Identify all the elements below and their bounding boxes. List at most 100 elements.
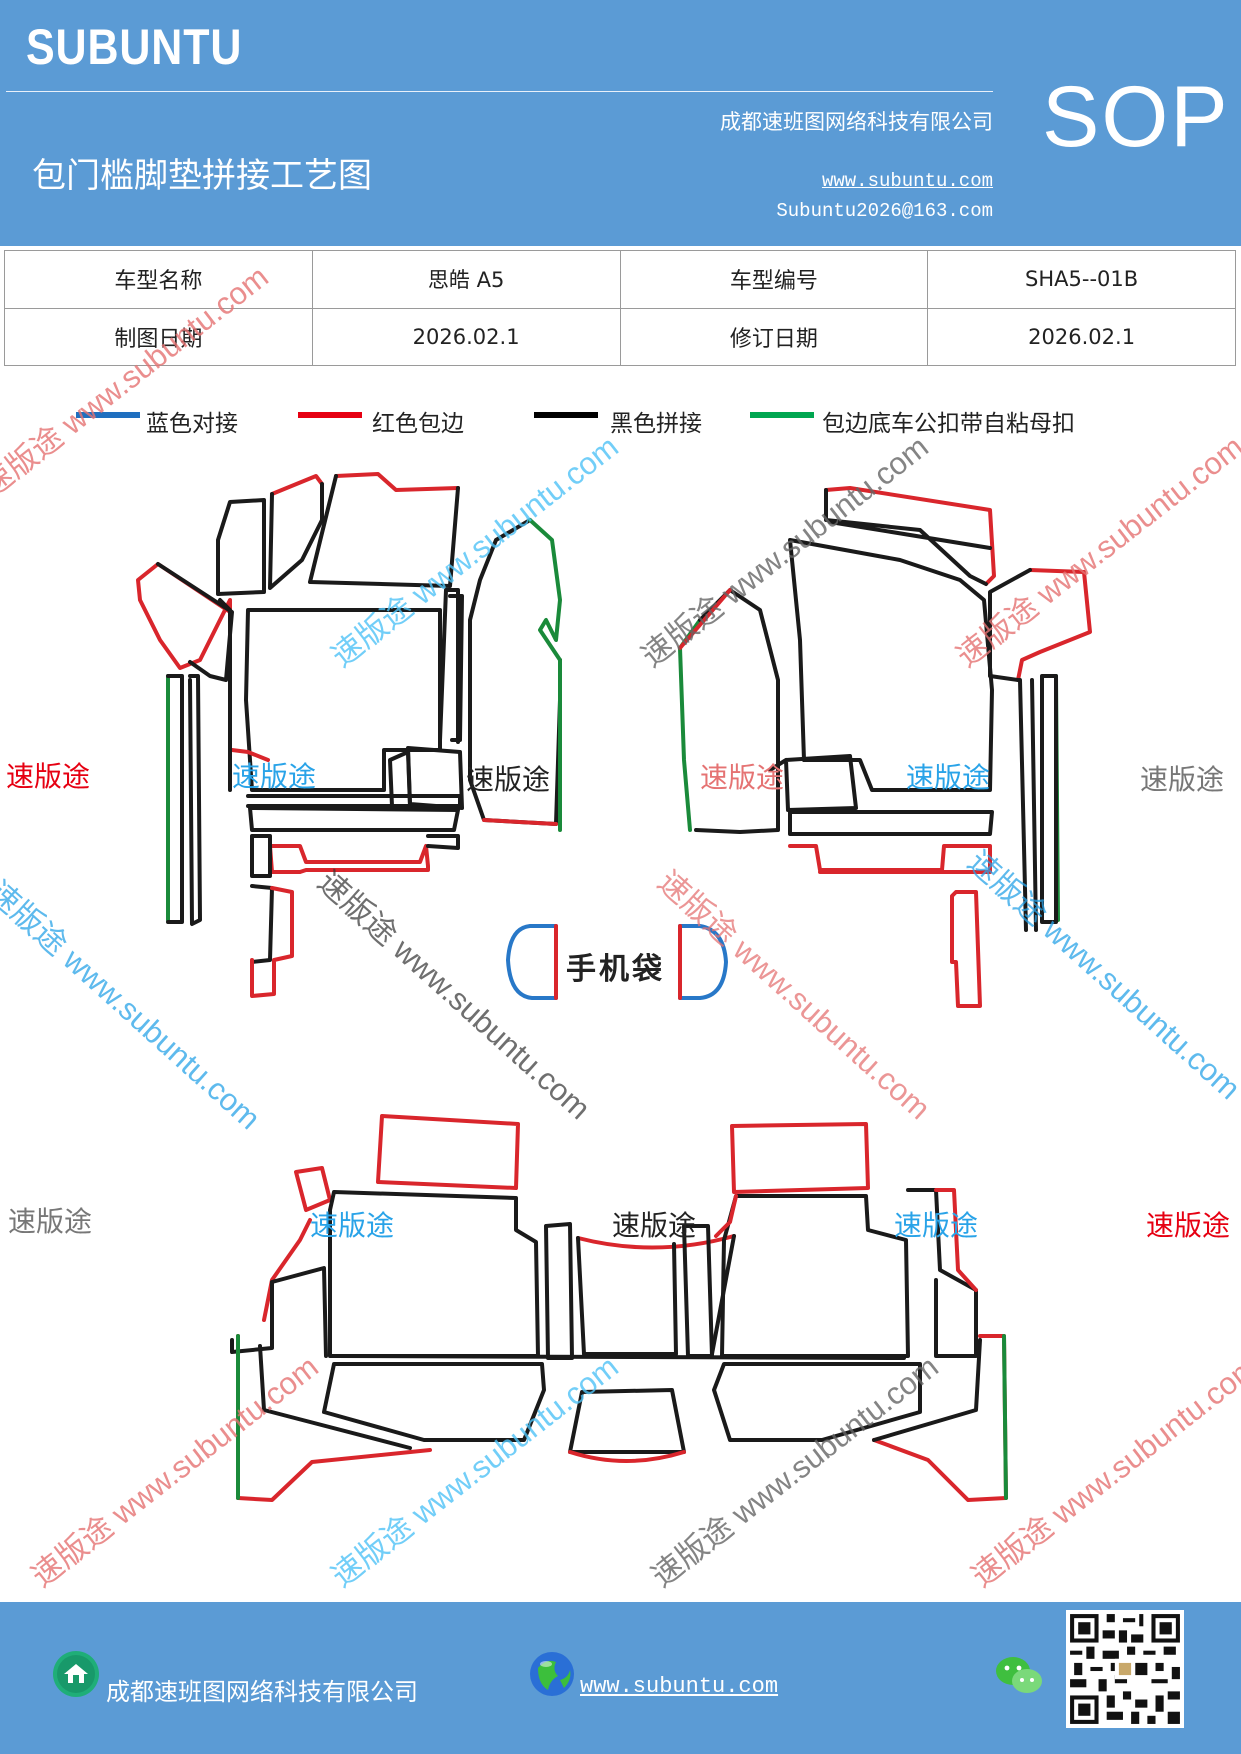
- mat-piece-rear-right-bottom-green: [1002, 1334, 1008, 1500]
- mat-piece-right-body: [788, 538, 994, 792]
- mat-piece-right-top: [824, 486, 996, 586]
- mat-set-rear: [230, 1114, 1008, 1502]
- phone-pocket-left: [506, 924, 558, 1000]
- mat-piece-pedal-box: [406, 746, 464, 810]
- brand-logo: SUBUNTU: [26, 19, 243, 75]
- mat-piece-rear-right-bottom-b: [872, 1338, 982, 1442]
- mat-piece-bottom-strip: [248, 806, 460, 832]
- mat-piece-strip2: [188, 674, 202, 926]
- mat-piece-driver-top-b: [308, 474, 460, 588]
- watermark-label: 速版途: [8, 1206, 93, 1237]
- legend-label: 蓝色对接: [146, 411, 238, 437]
- draw-date-value: 2026.02.1: [311, 307, 621, 366]
- email-address: Subuntu2026@163.com: [776, 200, 993, 222]
- mat-piece-rear-right-bottom: [872, 1334, 1008, 1502]
- mat-piece-right-strip: [1018, 674, 1058, 932]
- mat-piece-driver-side: [230, 748, 270, 762]
- header-divider: [6, 91, 993, 92]
- mat-piece-driver-body: [244, 608, 442, 792]
- mat-piece-driver-top: [334, 472, 460, 492]
- sop-badge: SOP: [1042, 69, 1230, 165]
- footer-banner: 成都速班图网络科技有限公司 www.subuntu.com: [0, 1602, 1241, 1754]
- model-code-label: 车型编号: [619, 250, 929, 309]
- mat-piece-passenger-green: [528, 518, 562, 832]
- mat-piece-right-left-mat-red: [678, 588, 732, 650]
- mat-piece-rear-left-seat: [328, 1190, 540, 1358]
- mat-piece-pedal-box2: [388, 750, 412, 808]
- mat-piece-rear-left-floor: [322, 1362, 546, 1442]
- mat-piece-rear-left-bottom-b: [258, 1344, 412, 1450]
- table-row: 车型名称 思皓 A5 车型编号 SHA5--01B: [4, 250, 1236, 309]
- legend-swatch-green: [750, 412, 814, 418]
- mat-piece-lower-vertical: [250, 884, 274, 964]
- legend-swatch-black: [534, 412, 598, 418]
- model-name-label: 车型名称: [4, 250, 313, 309]
- watermark-label: 速版途: [1146, 1210, 1231, 1241]
- mat-piece-rear-right-floor: [712, 1362, 922, 1442]
- website-link[interactable]: www.subuntu.com: [821, 170, 993, 192]
- mat-piece-right-lower: [950, 890, 982, 1008]
- legend-label: 红色包边: [372, 411, 464, 437]
- mat-piece-top-small-1: [216, 498, 266, 596]
- mat-piece-rear-right-seat-red: [714, 1194, 738, 1238]
- phone-pocket-label: 手机袋: [566, 952, 665, 987]
- mat-piece-rear-center-bottom-red: [568, 1450, 686, 1463]
- model-code-value: SHA5--01B: [927, 250, 1236, 309]
- revise-date-label: 修订日期: [619, 307, 929, 366]
- mat-piece-rear-top-right: [730, 1122, 870, 1194]
- color-legend: 蓝色对接 红色包边 黑色拼接 包边底车公扣带自粘母扣: [0, 400, 1241, 440]
- mat-piece-top-small-2: [270, 474, 324, 496]
- company-name: 成都速班图网络科技有限公司: [720, 110, 993, 134]
- mat-piece-strip: [166, 674, 184, 924]
- mat-piece-rear-right-outer-red: [934, 1188, 978, 1292]
- mat-piece-right-pedal: [768, 754, 858, 812]
- mat-piece-right-sill: [1016, 568, 1092, 682]
- legend-swatch-blue: [76, 412, 140, 418]
- revise-date-value: 2026.02.1: [927, 307, 1236, 366]
- legend-label: 包边底车公扣带自粘母扣: [822, 411, 1075, 437]
- footer-website-link[interactable]: www.subuntu.com: [580, 1674, 779, 1699]
- mat-piece-right-bottom: [788, 810, 994, 836]
- mat-piece-rear-left-outer: [230, 1266, 328, 1358]
- mat-piece-top-small-2b: [268, 482, 324, 590]
- table-row: 制图日期 2026.02.1 修订日期 2026.02.1: [4, 307, 1236, 366]
- phone-pocket: [506, 924, 728, 1000]
- mat-piece-bottom-black: [250, 834, 460, 878]
- mat-piece-right-top-b: [824, 488, 992, 586]
- mat-piece-right-sill-b: [988, 568, 1032, 682]
- draw-date-label: 制图日期: [4, 307, 313, 366]
- mat-piece-rear-center-strip1: [544, 1222, 574, 1360]
- footer-company: 成都速班图网络科技有限公司: [106, 1678, 418, 1706]
- watermark-label: 速版途: [700, 762, 785, 793]
- watermark-label: 速版途: [466, 764, 551, 795]
- home-icon: [53, 1651, 99, 1697]
- mat-set-front-right: [678, 486, 1092, 1008]
- legend-label: 黑色拼接: [610, 411, 702, 437]
- wechat-icon: [996, 1657, 1042, 1693]
- mat-piece-passenger-red: [482, 818, 558, 826]
- mat-set-front-left: [136, 472, 562, 998]
- header-banner: SUBUNTU 成都速班图网络科技有限公司 包门槛脚垫拼接工艺图 www.sub…: [0, 0, 1241, 246]
- watermark-label: 速版途: [612, 1210, 697, 1241]
- mat-piece-sill-left-black: [156, 562, 234, 682]
- mat-piece-lower-vertical-red: [250, 886, 294, 998]
- model-name-value: 思皓 A5: [311, 250, 621, 309]
- phone-pocket-right: [678, 924, 728, 1000]
- mat-piece-rear-center-top: [576, 1234, 736, 1250]
- mat-piece-rear-frame: [334, 1354, 906, 1360]
- watermark-label: 速版途: [894, 1210, 979, 1241]
- page-title: 包门槛脚垫拼接工艺图: [32, 156, 372, 196]
- mat-piece-divider: [438, 588, 460, 744]
- mat-piece-rear-small: [294, 1166, 332, 1212]
- qr-code: [1066, 1610, 1184, 1728]
- globe-icon: [530, 1652, 574, 1696]
- mat-piece-right-bottom-red: [788, 844, 992, 874]
- mat-piece-rear-right-seat: [720, 1194, 910, 1358]
- legend-swatch-red: [298, 412, 362, 418]
- mat-piece-rear-top-left: [376, 1114, 520, 1190]
- watermark-label: 速版途: [6, 761, 91, 792]
- vehicle-info-table: 车型名称 思皓 A5 车型编号 SHA5--01B 制图日期 2026.02.1…: [4, 250, 1236, 366]
- watermark-label: 速版途: [906, 762, 991, 793]
- watermark-label: 速版途: [310, 1210, 395, 1241]
